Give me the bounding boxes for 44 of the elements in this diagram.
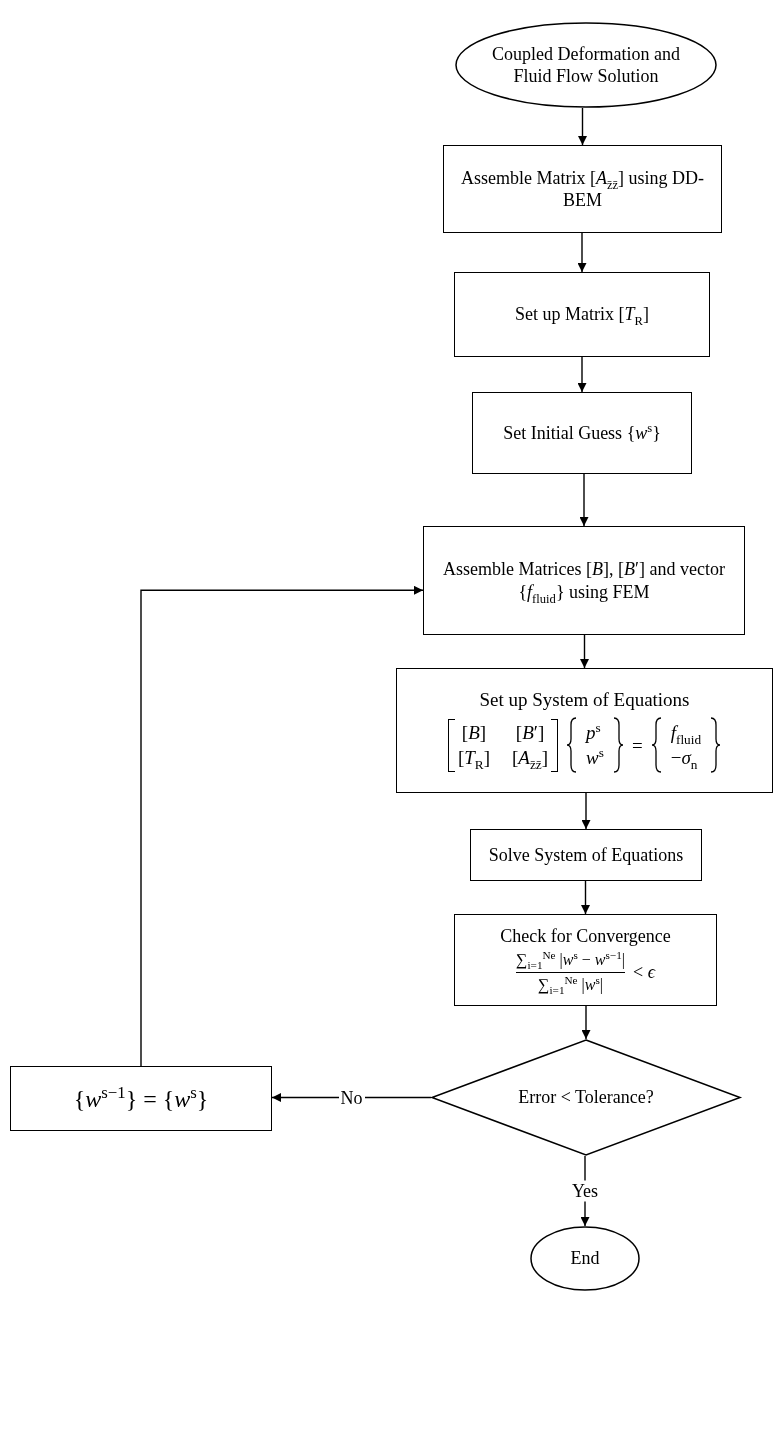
vector-entry: w$^{s}$: [586, 746, 604, 771]
vector-entry: f$_{fluid}$: [670, 720, 702, 745]
arrow: [577, 232, 587, 273]
node-label: Set up System of Equations: [479, 687, 690, 712]
node-label: Set up Matrix [T$_{R}$]: [515, 303, 649, 326]
numerator: ∑$_{i=1}$$^{Ne}$ |w$^{s}$ − w$^{s−1}$|: [516, 949, 625, 970]
arrow: [579, 473, 589, 527]
node-label: Coupled Deformation and Fluid Flow Solution: [491, 42, 681, 88]
process-box: [443, 145, 722, 233]
denominator: ∑$_{i=1}$$^{Ne}$ |w$^{s}$|: [538, 974, 603, 995]
process-box: [396, 668, 773, 793]
matrix-entry: [B]: [460, 720, 488, 745]
node-label: Error < Tolerance?: [518, 1086, 654, 1109]
inequality: < ϵ: [632, 961, 655, 984]
process-box: [454, 272, 710, 357]
node-label: {w$^{s−1}$} = {w$^{s}$}: [73, 1083, 209, 1114]
node-label: Set Initial Guess {w$^{s}$}: [503, 421, 661, 445]
arrow: [140, 585, 424, 1067]
node-label: Assemble Matrices [B], [B′] and vector {f$_{fluid}$} using FEM: [442, 558, 726, 603]
arrow: [581, 1005, 591, 1040]
arrow: [578, 107, 587, 146]
arrow: [581, 880, 590, 915]
decision-diamond: [431, 1039, 741, 1156]
node-label: Assemble Matrix [A$_{z̄z̄}$] using DD-BEM: [459, 166, 706, 212]
process-box: [10, 1066, 272, 1131]
terminal-ellipse: [530, 1226, 640, 1291]
node-label: Check for Convergence: [500, 925, 671, 948]
terminal-ellipse: [455, 22, 717, 108]
process-box: [454, 914, 717, 1006]
process-box: [470, 829, 702, 881]
vector-entry: p$^{s}$: [586, 720, 601, 745]
arrow: [577, 356, 587, 393]
arrow: [580, 634, 589, 669]
edge-label: Yes: [569, 1180, 601, 1202]
matrix-entry: [A$_{z̄z̄}$]: [512, 746, 549, 771]
arrow: [581, 792, 591, 830]
node-label: Solve System of Equations: [488, 843, 684, 867]
matrix-entry: [B′]: [514, 720, 546, 745]
vector-entry: −σ$_{n}$: [670, 746, 698, 771]
process-box: [423, 526, 745, 635]
matrix-entry: [T$_{R}$]: [457, 746, 490, 771]
process-box: [472, 392, 692, 474]
equals-sign: =: [631, 733, 643, 758]
node-label: End: [570, 1247, 600, 1270]
